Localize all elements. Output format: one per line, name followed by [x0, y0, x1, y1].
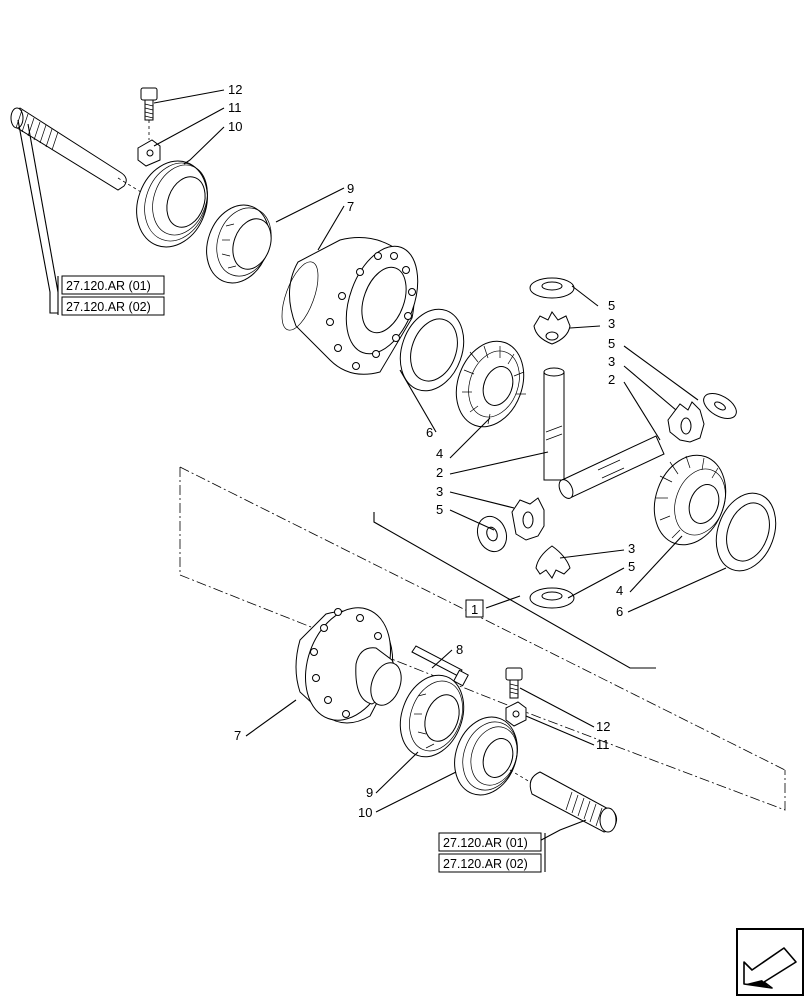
- lock-plate-top: [137, 139, 161, 167]
- callout-10-bottom: 10: [358, 805, 372, 820]
- callout-7-top: 7: [347, 199, 354, 214]
- callout-9-top: 9: [347, 181, 354, 196]
- callout-5-a: 5: [608, 298, 615, 313]
- callout-1: 1: [471, 602, 478, 617]
- axle-shaft-top: [10, 107, 191, 223]
- side-gear-top: [455, 340, 526, 428]
- reference-bottom-2[interactable]: 27.120.AR (02): [443, 857, 528, 871]
- callout-9-bottom: 9: [366, 785, 373, 800]
- thrust-washer-right: [715, 492, 777, 572]
- bearing-bottom: [399, 674, 465, 758]
- bolt-long: [411, 645, 469, 687]
- callout-3-b: 3: [608, 354, 615, 369]
- callout-3-a: 3: [608, 316, 615, 331]
- differential-case-top: [281, 237, 419, 375]
- bolt-bottom: [505, 667, 523, 699]
- pinion-gear-bottom-center: [535, 545, 571, 579]
- callout-12-top: 12: [228, 82, 242, 97]
- bolt-top: [140, 87, 158, 140]
- washer-bottom-center: [529, 587, 575, 609]
- callout-7-bottom: 7: [234, 728, 241, 743]
- reference-box-bottom: 27.120.AR (01) 27.120.AR (02): [438, 832, 546, 873]
- callout-2-a: 2: [608, 372, 615, 387]
- cross-pin-vertical: [543, 367, 565, 481]
- case-bolt-holes-top: [326, 252, 416, 370]
- pinion-gear-left: [511, 497, 545, 541]
- differential-case-bottom: [295, 607, 402, 724]
- callout-5-b: 5: [608, 336, 615, 351]
- washer-right: [703, 393, 737, 419]
- callout-5-d: 5: [628, 559, 635, 574]
- pinion-gear-right: [667, 401, 705, 443]
- adjusting-ring-top: [136, 160, 208, 248]
- callout-6-right: 6: [616, 604, 623, 619]
- callout-1-box: [465, 599, 484, 618]
- callout-12-bottom: 12: [596, 719, 610, 734]
- callout-11-bottom: 11: [596, 737, 610, 752]
- thrust-washer-top: [399, 308, 465, 392]
- cross-pin-horizontal: [558, 435, 665, 499]
- reference-box-top: 27.120.AR (01) 27.120.AR (02): [57, 275, 165, 316]
- leader-lines: [17, 89, 727, 847]
- bearing-top: [206, 204, 272, 284]
- side-gear-right: [653, 454, 727, 546]
- callout-3-c: 3: [436, 484, 443, 499]
- callout-8: 8: [456, 642, 463, 657]
- arrow-down-left-icon[interactable]: [736, 928, 804, 996]
- pinion-gear-top-center: [533, 311, 571, 345]
- washer-left: [476, 515, 508, 553]
- callout-numbers: 12 11 10 9 7 5 3 5 3 2 6 4 2 3 5 3 5 4 6…: [228, 82, 635, 820]
- callout-2-b: 2: [436, 465, 443, 480]
- adjusting-ring-bottom: [454, 716, 518, 796]
- washer-top-center: [529, 277, 575, 299]
- reference-bottom-1[interactable]: 27.120.AR (01): [443, 836, 528, 850]
- callout-3-d: 3: [628, 541, 635, 556]
- reference-top-1[interactable]: 27.120.AR (01): [66, 279, 151, 293]
- callout-4-top: 4: [436, 446, 443, 461]
- callout-6-top: 6: [426, 425, 433, 440]
- lock-plate-bottom: [505, 701, 527, 727]
- callout-5-c: 5: [436, 502, 443, 517]
- callout-11-top: 11: [228, 100, 242, 115]
- axle-shaft-bottom: [509, 769, 618, 833]
- callout-10-top: 10: [228, 119, 242, 134]
- reference-top-2[interactable]: 27.120.AR (02): [66, 300, 151, 314]
- callout-4-right: 4: [616, 583, 623, 598]
- case-bolt-holes-bottom: [310, 608, 382, 718]
